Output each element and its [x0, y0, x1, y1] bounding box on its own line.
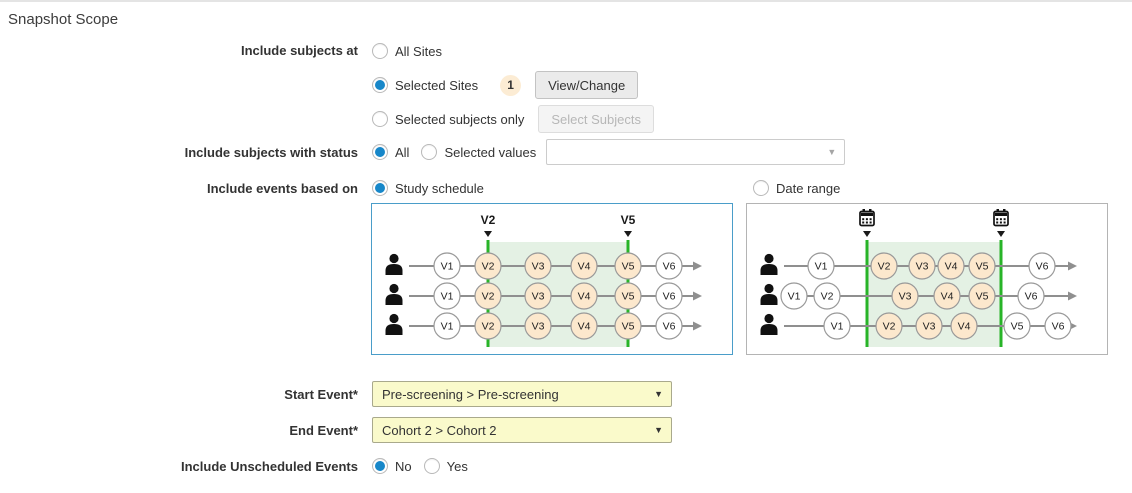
svg-text:V2: V2	[481, 213, 496, 227]
study-schedule-radio[interactable]	[372, 180, 388, 196]
svg-text:V2: V2	[878, 261, 891, 273]
page-title: Snapshot Scope	[8, 11, 119, 28]
svg-text:V3: V3	[532, 261, 545, 273]
svg-text:V4: V4	[958, 321, 971, 333]
svg-text:V2: V2	[482, 291, 495, 303]
status-values-dropdown[interactable]: ▼	[546, 139, 846, 165]
svg-text:V5: V5	[622, 321, 635, 333]
svg-text:V1: V1	[441, 321, 454, 333]
selected-subjects-only-radio[interactable]	[372, 111, 388, 127]
option-status-all[interactable]: All	[372, 138, 409, 166]
view-change-button[interactable]: View/Change	[535, 71, 639, 99]
date-range-label: Date range	[776, 180, 841, 196]
include-unscheduled-events-row: Include Unscheduled Events No Yes	[0, 452, 1132, 480]
svg-text:V3: V3	[899, 291, 912, 303]
option-study-schedule[interactable]: Study schedule	[372, 174, 484, 202]
include-unscheduled-events-label: Include Unscheduled Events	[181, 458, 358, 474]
date-range-radio[interactable]	[753, 180, 769, 196]
start-event-dropdown[interactable]: Pre-screening > Pre-screening ▼	[372, 381, 672, 407]
svg-text:V4: V4	[578, 291, 591, 303]
svg-text:V6: V6	[663, 291, 676, 303]
study-schedule-label: Study schedule	[395, 180, 484, 196]
selected-sites-radio[interactable]	[372, 77, 388, 93]
status-all-label: All	[395, 144, 410, 160]
svg-text:V6: V6	[663, 261, 676, 273]
unscheduled-yes-label: Yes	[446, 458, 468, 474]
selected-subjects-only-label: Selected subjects only	[395, 111, 525, 127]
svg-text:V5: V5	[622, 291, 635, 303]
unscheduled-no-radio[interactable]	[372, 458, 388, 474]
chevron-down-icon: ▼	[827, 146, 837, 157]
svg-text:V6: V6	[663, 321, 676, 333]
option-unscheduled-yes[interactable]: Yes	[423, 452, 468, 480]
svg-text:V5: V5	[976, 261, 989, 273]
include-events-based-on-label: Include events based on	[207, 180, 358, 196]
svg-text:V1: V1	[788, 291, 801, 303]
svg-text:V2: V2	[821, 291, 834, 303]
end-event-label: End Event*	[289, 422, 358, 438]
selected-sites-count-badge: 1	[500, 74, 522, 96]
status-selected-values-radio[interactable]	[421, 144, 438, 160]
svg-text:V4: V4	[945, 261, 958, 273]
svg-text:V3: V3	[916, 261, 929, 273]
svg-text:V4: V4	[941, 291, 954, 303]
svg-text:V6: V6	[1052, 321, 1065, 333]
include-subjects-at-row: Include subjects at All Sites Selected S…	[0, 37, 1132, 139]
unscheduled-no-label: No	[395, 458, 412, 474]
start-event-row: Start Event* Pre-screening > Pre-screeni…	[0, 381, 1132, 407]
start-event-value: Pre-screening > Pre-screening	[382, 386, 559, 402]
chevron-down-icon: ▼	[654, 424, 663, 435]
end-event-value: Cohort 2 > Cohort 2	[382, 422, 497, 438]
select-subjects-button[interactable]: Select Subjects	[538, 105, 654, 133]
unscheduled-yes-radio[interactable]	[423, 458, 440, 474]
include-subjects-with-status-row: Include subjects with status All Selecte…	[0, 138, 1132, 166]
svg-text:V2: V2	[482, 321, 495, 333]
option-selected-sites[interactable]: Selected Sites 1 View/Change	[372, 71, 654, 99]
option-unscheduled-no[interactable]: No	[372, 452, 412, 480]
svg-text:V3: V3	[923, 321, 936, 333]
svg-text:V6: V6	[1036, 261, 1049, 273]
all-sites-radio[interactable]	[372, 43, 388, 59]
svg-text:V2: V2	[883, 321, 896, 333]
start-event-label: Start Event*	[284, 386, 358, 402]
include-subjects-with-status-label: Include subjects with status	[184, 144, 358, 160]
end-event-dropdown[interactable]: Cohort 2 > Cohort 2 ▼	[372, 417, 672, 443]
selected-sites-label: Selected Sites	[395, 77, 479, 93]
option-all-sites[interactable]: All Sites	[372, 37, 654, 65]
all-sites-label: All Sites	[395, 43, 442, 59]
svg-text:V6: V6	[1025, 291, 1038, 303]
svg-text:V5: V5	[976, 291, 989, 303]
svg-text:V3: V3	[532, 291, 545, 303]
status-all-radio[interactable]	[372, 144, 388, 160]
svg-text:V3: V3	[532, 321, 545, 333]
svg-text:V5: V5	[1011, 321, 1024, 333]
svg-text:V2: V2	[482, 261, 495, 273]
option-date-range[interactable]: Date range	[753, 174, 840, 202]
svg-text:V5: V5	[621, 213, 636, 227]
include-subjects-at-label: Include subjects at	[240, 43, 358, 58]
svg-text:V1: V1	[441, 261, 454, 273]
include-subjects-at-options: All Sites Selected Sites 1 View/Change S…	[365, 37, 654, 139]
svg-text:V1: V1	[815, 261, 828, 273]
include-events-based-on-row: Include events based on Study schedule D…	[0, 174, 1132, 202]
status-selected-values-label: Selected values	[444, 144, 537, 160]
option-status-selected-values[interactable]: Selected values	[421, 138, 536, 166]
chevron-down-icon: ▼	[654, 388, 663, 399]
svg-text:V1: V1	[441, 291, 454, 303]
option-selected-subjects-only[interactable]: Selected subjects only Select Subjects	[372, 105, 654, 133]
svg-text:V4: V4	[578, 321, 591, 333]
svg-text:V4: V4	[578, 261, 591, 273]
end-event-row: End Event* Cohort 2 > Cohort 2 ▼	[0, 417, 1132, 443]
svg-text:V1: V1	[831, 321, 844, 333]
svg-text:V5: V5	[622, 261, 635, 273]
